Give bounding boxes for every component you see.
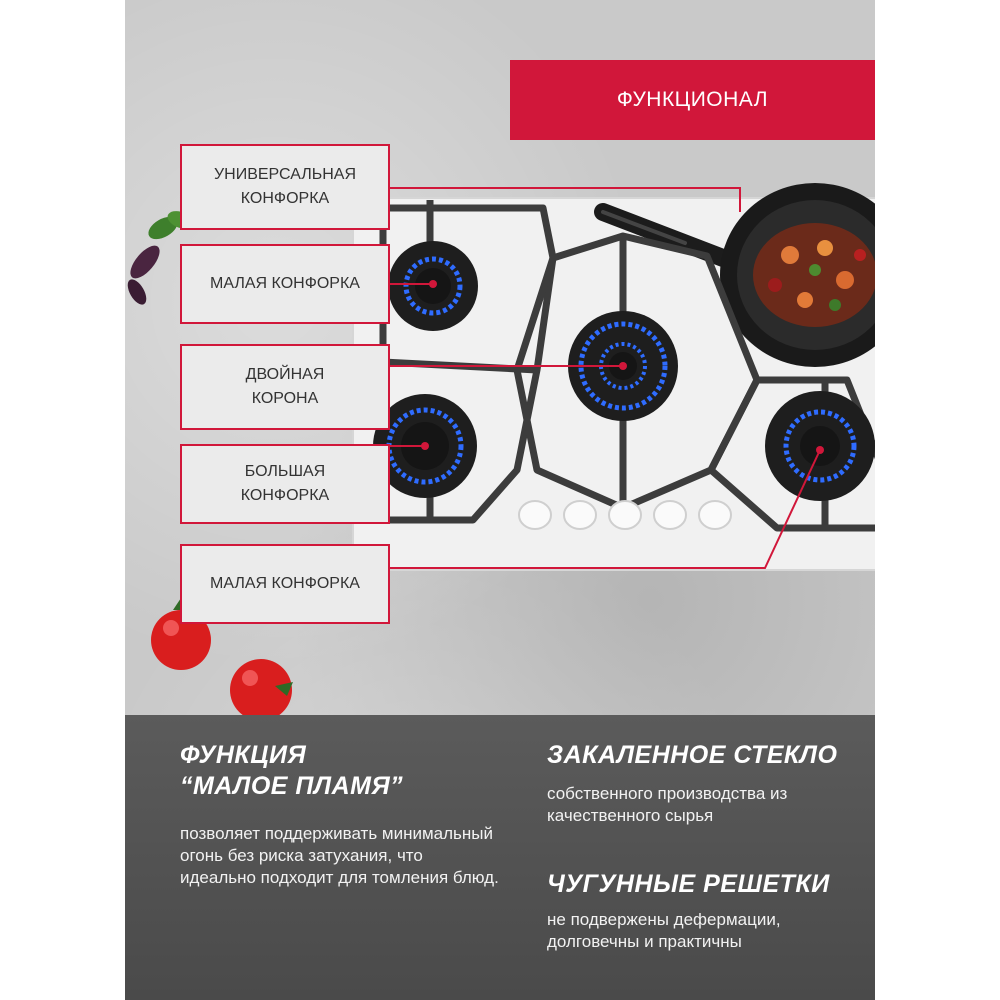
low-flame-text: позволяет поддерживать минимальный огонь… — [180, 824, 499, 887]
label-double-crown: ДВОЙНАЯ КОРОНА — [180, 344, 390, 430]
label-small-burner-bottom: МАЛАЯ КОНФОРКА — [180, 544, 390, 624]
product-feature-card: ФУНКЦИОНАЛ УНИВЕРСАЛЬНАЯ КОНФОРКА МАЛАЯ … — [125, 0, 875, 1000]
low-flame-title-line2: “МАЛОЕ ПЛАМЯ” — [180, 772, 404, 800]
callout-lines — [390, 187, 821, 569]
glass-text: собственного производства из качественно… — [547, 784, 788, 825]
label-universal-burner: УНИВЕРСАЛЬНАЯ КОНФОРКА — [180, 144, 390, 230]
control-knobs-icon — [518, 500, 732, 530]
callout-dots — [421, 280, 824, 454]
cooktop-illustration — [127, 183, 875, 715]
label-small-burner-top: МАЛАЯ КОНФОРКА — [180, 244, 390, 324]
frying-pan-icon — [594, 183, 875, 367]
grates-title: ЧУГУННЫЕ РЕШЕТКИ — [547, 870, 830, 898]
label-large-burner: БОЛЬШАЯ КОНФОРКА — [180, 444, 390, 524]
grates-text: не подвержены дефермации, долговечны и п… — [547, 910, 781, 951]
glass-title: ЗАКАЛЕННОЕ СТЕКЛО — [547, 741, 838, 769]
low-flame-title-line1: ФУНКЦИЯ — [180, 741, 307, 769]
tomato-icon — [230, 659, 293, 715]
feature-banner: ФУНКЦИОНАЛ — [510, 60, 875, 140]
features-panel: ФУНКЦИЯ “МАЛОЕ ПЛАМЯ” позволяет поддержи… — [125, 715, 875, 1000]
